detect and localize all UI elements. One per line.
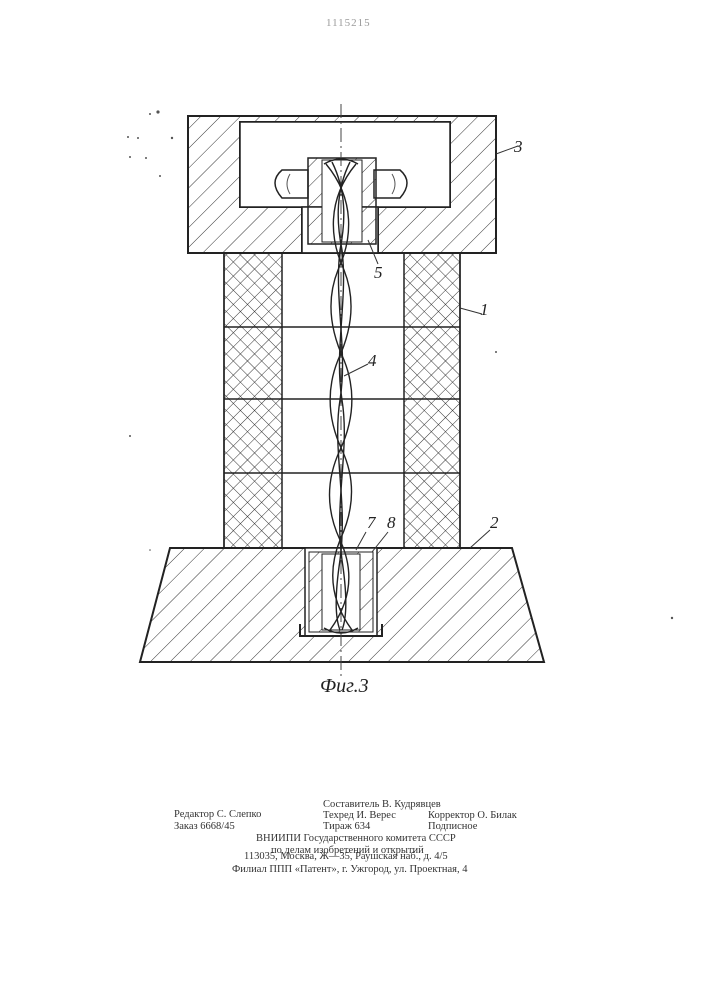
imprint-org-line1: ВНИИПИ Государственного комитета СССР	[256, 834, 456, 845]
imprint-editor: Редактор С. Слепко	[174, 810, 261, 821]
imprint-address: 113035, Москва, Ж—35, Раушская наб., д. …	[244, 852, 448, 863]
imprint-corrector: Корректор О. Билак	[428, 811, 517, 822]
imprint-compiler: Составитель В. Кудрявцев	[323, 800, 441, 811]
imprint-order: Заказ 6668/45	[174, 822, 235, 833]
figure-caption: Фиг.3	[320, 676, 369, 696]
callout-5: 5	[374, 264, 383, 281]
imprint-branch: Филиал ППП «Патент», г. Ужгород, ул. Про…	[232, 865, 467, 876]
imprint-techred: Техред И. Верес	[323, 811, 396, 822]
callout-2: 2	[490, 514, 499, 531]
imprint-subscription: Подписное	[428, 822, 477, 833]
callout-7: 7	[367, 514, 376, 531]
callout-8: 8	[387, 514, 396, 531]
callout-4: 4	[368, 352, 377, 369]
imprint-circulation: Тираж 634	[323, 822, 370, 833]
base-2	[140, 548, 544, 662]
callout-1: 1	[480, 301, 489, 318]
callout-3: 3	[514, 138, 523, 155]
